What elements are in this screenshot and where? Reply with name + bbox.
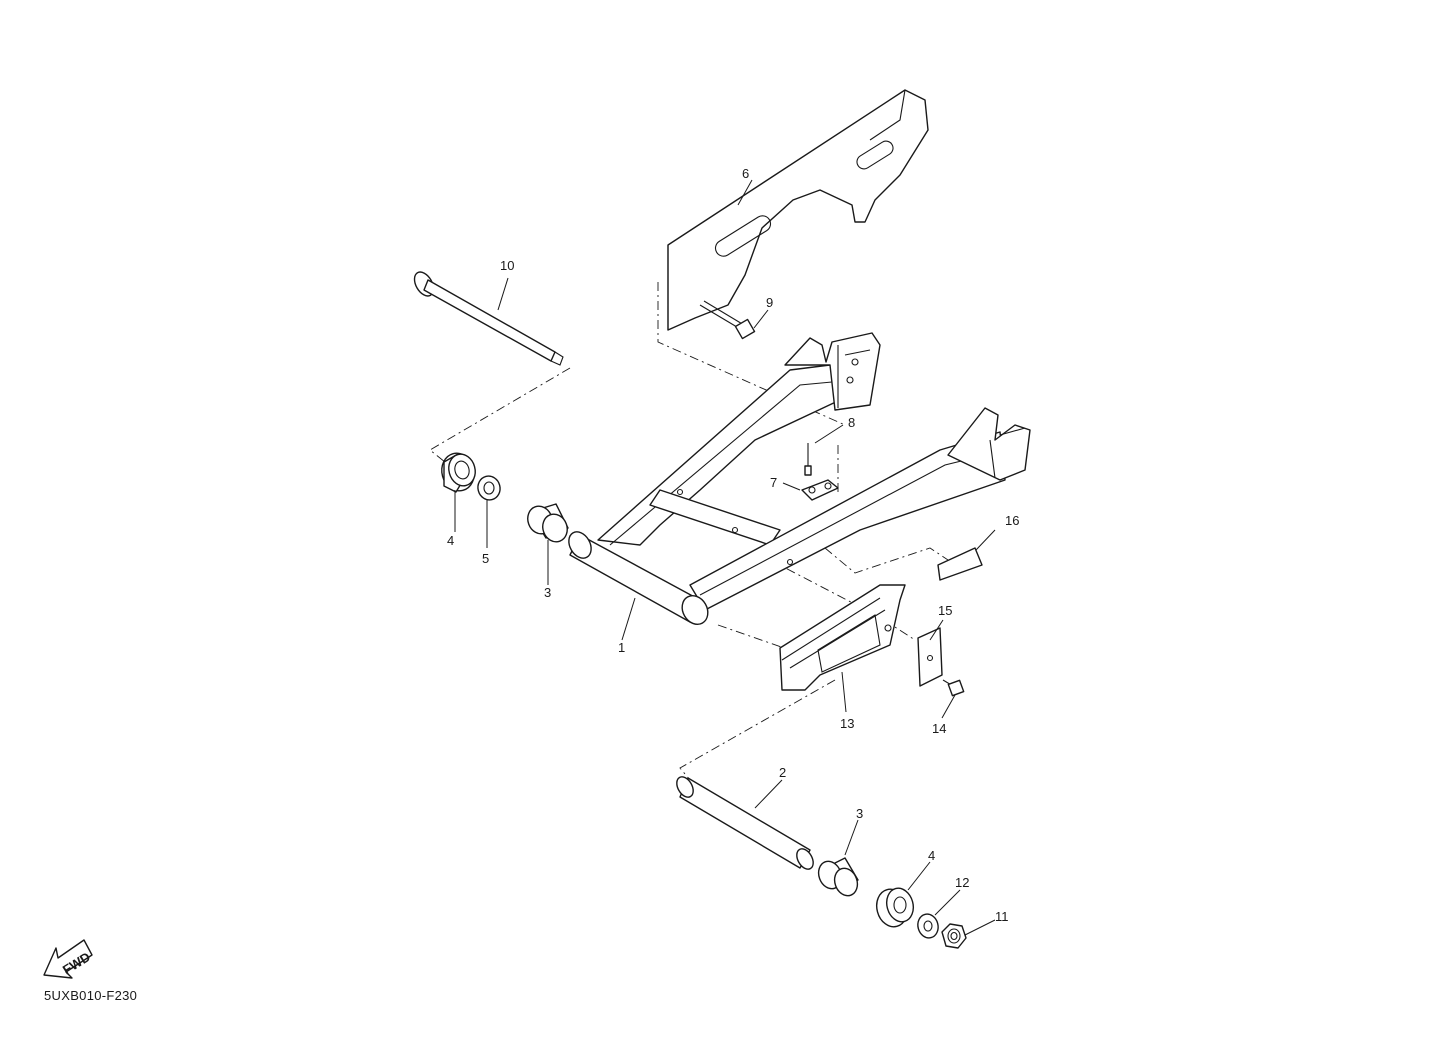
callout-9: 9 <box>766 295 773 310</box>
callout-4-upper: 4 <box>447 533 454 548</box>
part-clip[interactable] <box>801 479 839 501</box>
callout-5: 5 <box>482 551 489 566</box>
callout-4-lower: 4 <box>928 848 935 863</box>
part-swingarm[interactable] <box>564 332 1031 629</box>
callout-11: 11 <box>995 909 1009 924</box>
part-pivot-shaft[interactable] <box>411 269 564 366</box>
part-bolt-plate[interactable] <box>942 679 965 697</box>
part-lower-shaft[interactable] <box>673 774 816 872</box>
part-washer-lower[interactable] <box>915 912 941 940</box>
callout-1: 1 <box>618 640 625 655</box>
part-chain-guard[interactable] <box>667 89 929 331</box>
part-washer[interactable] <box>475 474 502 503</box>
part-label[interactable] <box>937 547 983 581</box>
callout-7: 7 <box>770 475 777 490</box>
part-plate[interactable] <box>917 627 943 687</box>
fwd-arrow-icon: FWD <box>43 939 93 979</box>
leader-lines <box>454 179 996 936</box>
diagram-code: 5UXB010-F230 <box>44 988 138 1003</box>
part-pin[interactable] <box>804 443 812 476</box>
callout-2: 2 <box>779 765 786 780</box>
callout-3-lower: 3 <box>856 806 863 821</box>
callout-14: 14 <box>932 721 946 736</box>
callout-numbers: 6 9 10 8 7 4 5 3 1 16 15 13 14 2 3 4 12 … <box>447 166 1019 924</box>
callout-16: 16 <box>1005 513 1019 528</box>
part-bearing-lower[interactable] <box>873 885 917 930</box>
callout-15: 15 <box>938 603 952 618</box>
part-collar-upper[interactable] <box>524 503 571 546</box>
callout-8: 8 <box>848 415 855 430</box>
callout-3-upper: 3 <box>544 585 551 600</box>
callout-13: 13 <box>840 716 854 731</box>
part-nut[interactable] <box>941 923 967 949</box>
callout-6: 6 <box>742 166 749 181</box>
callout-12: 12 <box>955 875 969 890</box>
part-collar-lower[interactable] <box>815 857 861 899</box>
part-bearing-upper[interactable] <box>438 450 479 495</box>
part-chain-support[interactable] <box>779 584 906 691</box>
callout-10: 10 <box>500 258 514 273</box>
part-bolt-chain-guard[interactable] <box>699 300 756 340</box>
